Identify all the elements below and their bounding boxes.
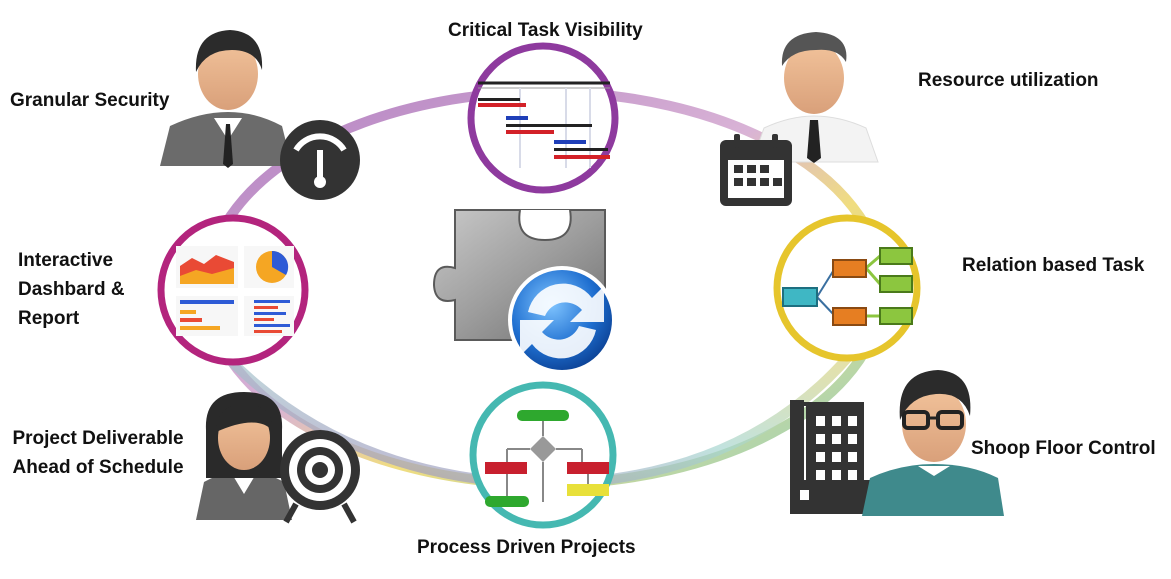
process-node — [469, 381, 617, 529]
person-icon — [196, 392, 292, 520]
person-icon — [862, 370, 1004, 516]
gantt-chart-node — [467, 42, 619, 194]
label-line: Project Deliverable — [12, 428, 184, 449]
task-tree-icon — [782, 247, 913, 326]
relation-task-node — [773, 214, 921, 362]
label-line: Report — [18, 308, 80, 329]
puzzle-refresh-icon — [432, 209, 616, 374]
label-shoop-floor-control: Shoop Floor Control — [971, 438, 1156, 459]
label-project-deliverable: Project Deliverable Ahead of Schedule — [3, 424, 193, 482]
label-line: Ahead of Schedule — [12, 457, 184, 478]
person-icon — [751, 32, 879, 163]
dashboard-node — [157, 214, 309, 366]
gauge-icon — [280, 120, 360, 200]
dashboard-report-icon — [176, 246, 294, 336]
target-icon — [280, 430, 360, 524]
gantt-chart-icon — [478, 81, 610, 168]
calendar-icon — [720, 134, 792, 206]
label-line: Dashbard & — [18, 279, 125, 300]
label-interactive-dashboard: Interactive Dashbard & Report — [18, 246, 125, 333]
label-critical-task-visibility: Critical Task Visibility — [448, 20, 643, 41]
label-relation-based-task: Relation based Task — [962, 255, 1145, 276]
factory-icon — [790, 400, 876, 514]
label-granular-security: Granular Security — [10, 90, 170, 111]
label-line: Interactive — [18, 250, 114, 271]
label-resource-utilization: Resource utilization — [918, 70, 1099, 91]
flowchart-icon — [485, 410, 609, 507]
person-icon — [160, 30, 292, 168]
label-process-driven-projects: Process Driven Projects — [417, 537, 636, 558]
